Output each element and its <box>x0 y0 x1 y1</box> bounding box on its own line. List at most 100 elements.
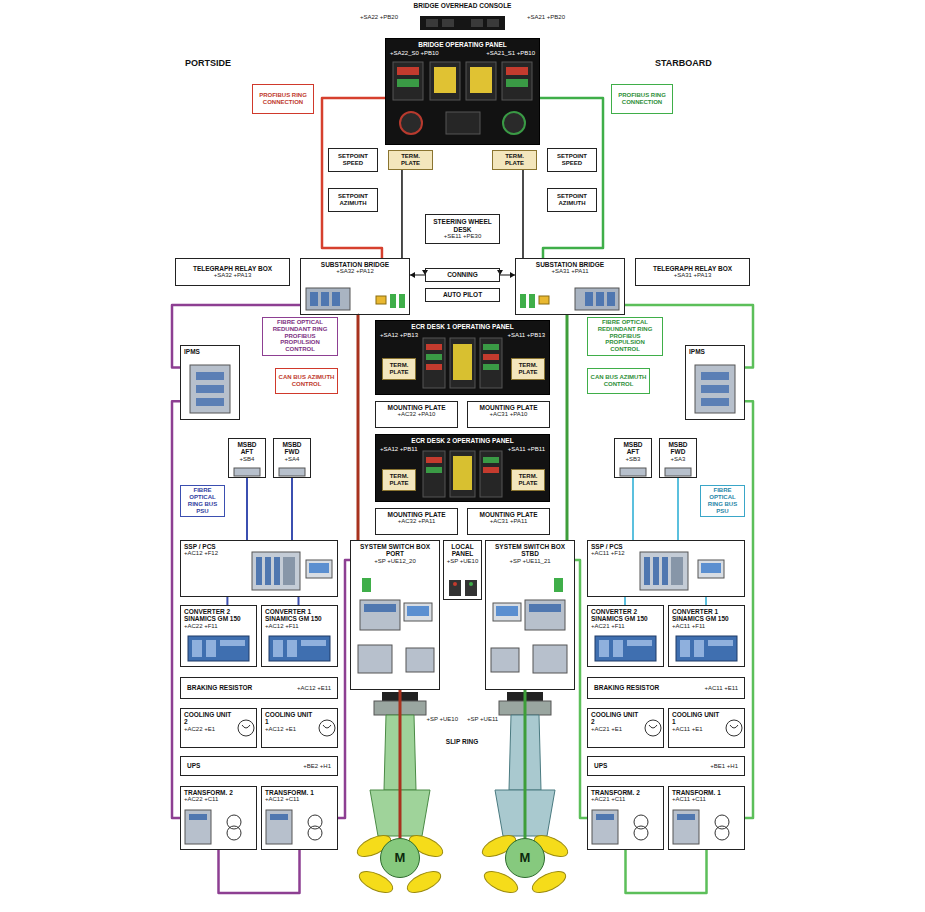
component-label: FIBRE OPTICAL RING BUS PSU <box>183 487 222 515</box>
designation-code: +SA31 +PA11 <box>551 268 588 275</box>
connector <box>246 478 247 540</box>
component-label: TERM. PLATE <box>514 473 542 487</box>
component-label: BRAKING RESISTOR <box>594 684 659 691</box>
resistor-box: BRAKING RESISTOR +AC11 +E11 <box>587 677 745 699</box>
motor-circle: M <box>380 838 420 878</box>
component-label: MSBD AFT <box>617 441 649 456</box>
connector-line <box>291 478 293 540</box>
component-label: COOLING UNIT 2 <box>184 711 236 726</box>
designation-code: +SP +UE12_20 <box>374 558 416 565</box>
switch-box: SYSTEM SWITCH BOX PORT+SP +UE12_20 <box>350 540 440 690</box>
bus-label-box: FIBRE OPTICAL REDUNDANT RING PROFIBUS PR… <box>262 317 338 356</box>
switchboard-box: MSBD AFT+SB4 <box>228 438 266 478</box>
connector <box>524 690 525 838</box>
connector <box>575 560 587 818</box>
bus-label-box: CAN BUS AZIMUTH CONTROL <box>275 368 338 394</box>
component-label: TERM. PLATE <box>391 153 430 167</box>
connector <box>540 98 603 258</box>
component-label: M <box>395 851 406 866</box>
cooling-box: COOLING UNIT 1+AC12 +E1 <box>261 708 338 748</box>
component-label: CONVERTER 2 SINAMICS GM 150 <box>184 608 253 623</box>
component-label: TRANSFORM. 1 <box>672 789 721 796</box>
operating-panel: ECR DESK 2 OPERATING PANEL+SA12 +PB11+SA… <box>375 434 550 502</box>
connector <box>172 401 180 818</box>
arrowhead <box>410 272 415 278</box>
connector <box>219 850 300 893</box>
terminal-plate: TERM. PLATE <box>382 469 416 491</box>
label-anchor: SLIP RING <box>437 738 487 745</box>
bus-label-box: PROFIBUS RING CONNECTION <box>252 84 314 114</box>
designation-code: +AC12 +C11 <box>265 796 299 803</box>
transformer-box: TRANSFORM. 1+AC11 +C11 <box>668 786 745 850</box>
component-label: FIBRE OPTICAL RING BUS PSU <box>703 487 742 515</box>
bus-label-box: FIBRE OPTICAL RING BUS PSU <box>700 485 745 517</box>
relay-box: TELEGRAPH RELAY BOX+SA31 +PA13 <box>635 258 750 286</box>
component-label: BRAKING RESISTOR <box>187 684 252 691</box>
connector <box>357 315 358 540</box>
connector <box>624 597 625 605</box>
connector <box>227 597 228 605</box>
mode-box: CONNING <box>425 268 500 282</box>
component-label: SSP / PCS <box>184 543 216 550</box>
rack-device <box>306 288 619 310</box>
designation-code: +SA11 +PB11 <box>508 446 545 453</box>
connector <box>401 170 402 258</box>
connector-line <box>523 690 526 838</box>
designation-code: +AC22 +C11 <box>184 796 218 803</box>
local-panel: LOCAL PANEL+SP +UE10 <box>443 540 482 600</box>
label-anchor: +SP +UE10 <box>418 716 458 723</box>
component-label: MSBD AFT <box>231 441 263 456</box>
component-label: COOLING UNIT 1 <box>672 711 724 726</box>
signal-label-box: SETPOINT AZIMUTH <box>547 188 597 212</box>
mounting-plate: MOUNTING PLATE+AC32 +PA10 <box>375 401 458 428</box>
part-label: SLIP RING <box>437 738 487 745</box>
ups-box: UPS+BE1 +H1 <box>587 756 745 776</box>
component-label: SYSTEM SWITCH BOX STBD <box>488 543 572 558</box>
designation-code: +SA4 <box>285 456 300 463</box>
designation-code: +AC11 +F11 <box>672 623 705 630</box>
component-label: COOLING UNIT 1 <box>265 711 317 726</box>
terminal-plate: TERM. PLATE <box>511 358 545 380</box>
panel-body <box>375 434 550 502</box>
switchboard-box: MSBD FWD+SA3 <box>659 438 697 478</box>
connector-line <box>540 98 603 258</box>
designation-code: +SB3 <box>626 456 641 463</box>
designation-code: +SA31 +PA13 <box>674 272 712 279</box>
converter-detail <box>192 640 733 657</box>
connector-line <box>624 597 626 605</box>
component-label: SSP / PCS <box>591 543 623 550</box>
component-label: MSBD FWD <box>276 441 308 456</box>
converter-box: CONVERTER 1 SINAMICS GM 150+AC11 +F11 <box>668 605 745 667</box>
connector-line <box>745 401 753 818</box>
designation-code: +SA3 <box>671 456 686 463</box>
designation-code: +AC12 +F12 <box>184 550 218 557</box>
designation-code: +SP +UE10 <box>418 716 458 723</box>
designation-code: +AC22 +F11 <box>184 623 218 630</box>
component-label: IPMS <box>689 348 705 355</box>
component-label: TRANSFORM. 1 <box>265 789 314 796</box>
designation-code: +AC11 +F12 <box>591 550 625 557</box>
transformer-box: TRANSFORM. 2+AC21 +C11 <box>587 786 664 850</box>
rack-device <box>190 365 735 413</box>
bus-label-box: PROFIBUS RING CONNECTION <box>611 84 673 114</box>
connector-line <box>226 597 228 605</box>
component-label: M <box>520 851 531 866</box>
panel-screens <box>423 451 502 497</box>
connector-line <box>632 478 634 540</box>
designation-code: +AC31 +PA11 <box>490 518 527 525</box>
motor-circle: M <box>505 838 545 878</box>
control-cabinet: SSP / PCS+AC11 +F12 <box>587 540 745 597</box>
designation-code: +AC11 +E11 <box>705 685 738 692</box>
designation-code: +BE2 +H1 <box>303 763 331 770</box>
designation-code: +SP +UE11 <box>467 716 507 723</box>
side-title: PORTSIDE <box>185 58 265 68</box>
component-label: STEERING WHEEL DESK <box>428 218 497 233</box>
component-label: ECR DESK 1 OPERATING PANEL <box>380 323 545 330</box>
component-label: TERM. PLATE <box>514 362 542 376</box>
operating-panel: BRIDGE OPERATING PANEL+SA22_S0 +PB10+SA2… <box>385 38 540 145</box>
cooling-box: COOLING UNIT 1+AC11 +E1 <box>668 708 745 748</box>
component-label: COOLING UNIT 2 <box>591 711 643 726</box>
